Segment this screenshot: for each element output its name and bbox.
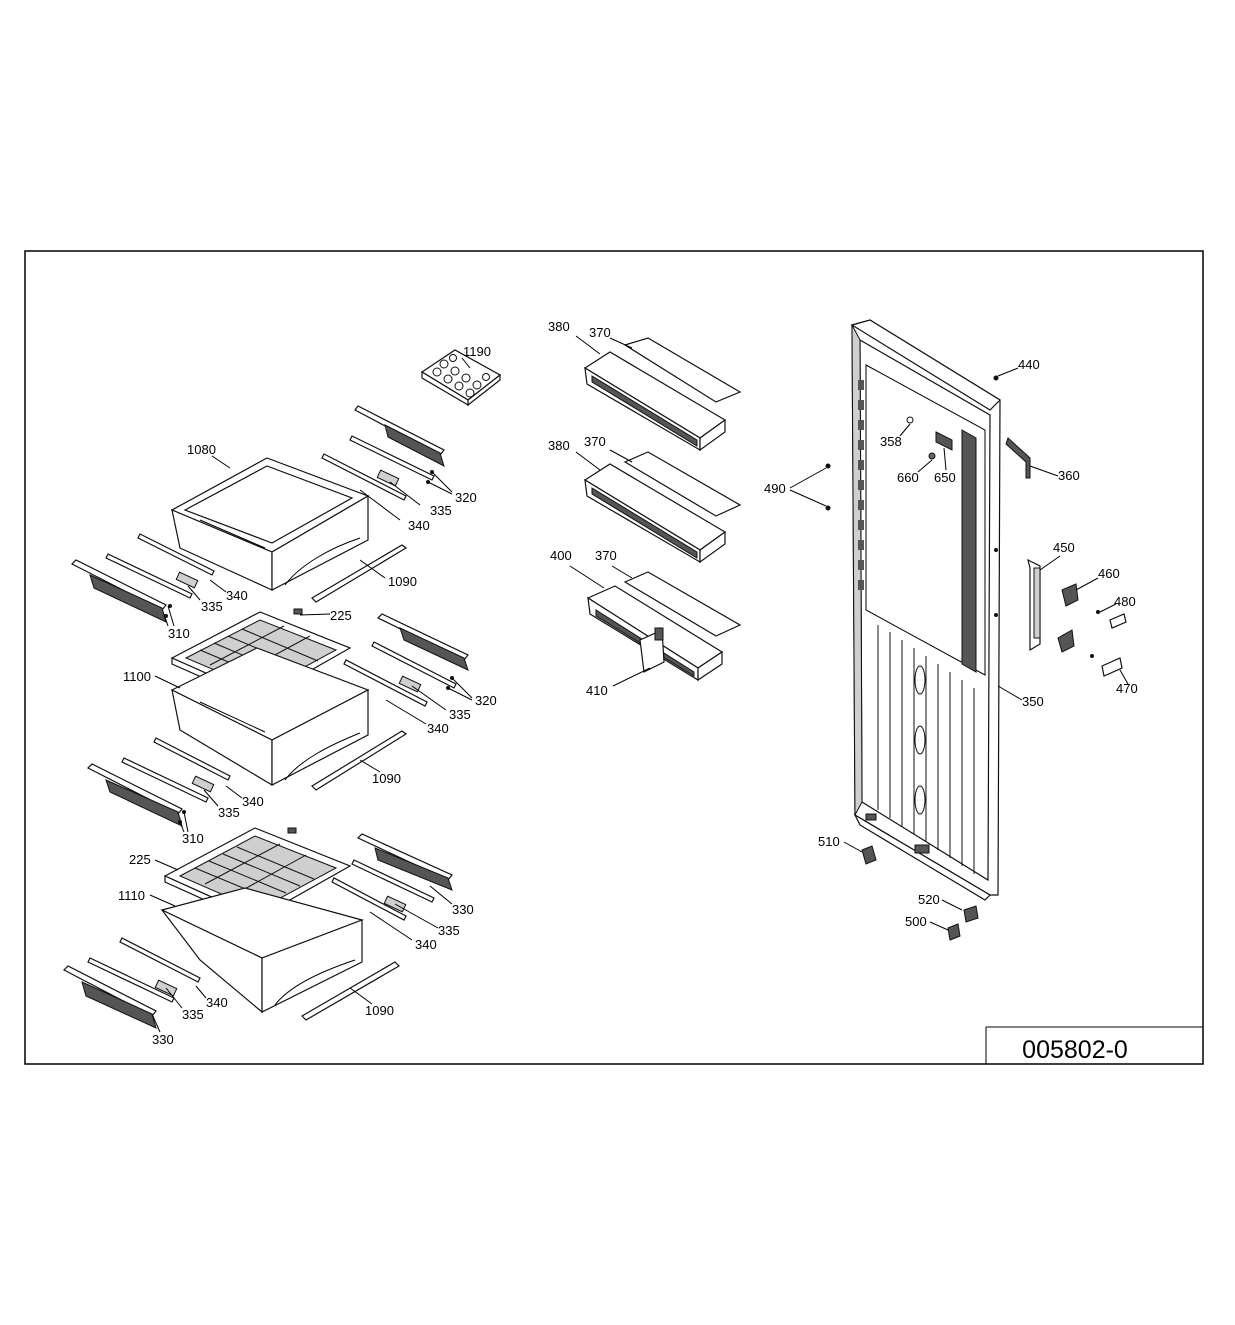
label-410: 410 xyxy=(586,683,608,698)
label-510: 510 xyxy=(818,834,840,849)
label-340-e: 340 xyxy=(415,937,437,952)
label-1100: 1100 xyxy=(123,669,151,684)
label-340-c: 340 xyxy=(427,721,449,736)
label-335-f: 335 xyxy=(182,1007,204,1022)
egg-tray-part xyxy=(420,349,502,407)
label-335-a: 335 xyxy=(430,503,452,518)
label-480: 480 xyxy=(1114,594,1136,609)
label-340-f: 340 xyxy=(206,995,228,1010)
label-330-b: 330 xyxy=(152,1032,174,1047)
label-460: 460 xyxy=(1098,566,1120,581)
label-380-b: 380 xyxy=(548,438,570,453)
label-400: 400 xyxy=(550,548,572,563)
label-335-d: 335 xyxy=(218,805,240,820)
label-340-a: 340 xyxy=(408,518,430,533)
label-650: 650 xyxy=(934,470,956,485)
drawer-1080-part xyxy=(170,457,370,591)
label-470: 470 xyxy=(1116,681,1138,696)
door-small-parts xyxy=(825,375,1127,941)
label-1090-a: 1090 xyxy=(388,574,417,589)
label-335-e: 335 xyxy=(438,923,460,938)
label-320-a: 320 xyxy=(455,490,477,505)
drawing-number: 005802-0 xyxy=(1022,1036,1128,1064)
label-335-c: 335 xyxy=(449,707,471,722)
drawing-frame xyxy=(24,250,1204,1065)
label-225-a: 225 xyxy=(330,608,352,623)
label-380-a: 380 xyxy=(548,319,570,334)
drawer-1110-part xyxy=(160,887,364,1014)
label-340-d: 340 xyxy=(242,794,264,809)
leader-lines xyxy=(149,335,1129,1033)
label-660: 660 xyxy=(897,470,919,485)
door-panel-part xyxy=(850,319,1001,901)
label-520: 520 xyxy=(918,892,940,907)
label-330-a: 330 xyxy=(452,902,474,917)
label-500: 500 xyxy=(905,914,927,929)
label-490: 490 xyxy=(764,481,786,496)
door-bin-2-part xyxy=(583,451,742,564)
label-450: 450 xyxy=(1053,540,1075,555)
label-358: 358 xyxy=(880,434,902,449)
label-225-b: 225 xyxy=(129,852,151,867)
label-1090-c: 1090 xyxy=(365,1003,394,1018)
label-370-a: 370 xyxy=(589,325,611,340)
label-440: 440 xyxy=(1018,357,1040,372)
right-rails-parts xyxy=(321,405,469,921)
label-1090-b: 1090 xyxy=(372,771,401,786)
drawer-1100-part xyxy=(170,647,370,787)
left-rails-parts xyxy=(62,533,231,1029)
door-bin-1-part xyxy=(583,337,742,452)
label-340-b: 340 xyxy=(226,588,248,603)
door-bin-3-part xyxy=(586,571,742,682)
label-335-b: 335 xyxy=(201,599,223,614)
label-1110: 1110 xyxy=(118,888,145,903)
label-1190: 1190 xyxy=(463,344,491,359)
label-370-c: 370 xyxy=(595,548,617,563)
label-310-a: 310 xyxy=(168,626,190,641)
front-trim-1090-parts xyxy=(301,544,408,1021)
label-310-b: 310 xyxy=(182,831,204,846)
title-block: 005802-0 xyxy=(985,1026,1203,1064)
part-labels: 1190 1080 320 335 340 1090 340 335 310 2… xyxy=(118,319,1138,1047)
label-320-b: 320 xyxy=(475,693,497,708)
label-350: 350 xyxy=(1022,694,1044,709)
label-360: 360 xyxy=(1058,468,1080,483)
label-1080: 1080 xyxy=(187,442,216,457)
label-370-b: 370 xyxy=(584,434,606,449)
